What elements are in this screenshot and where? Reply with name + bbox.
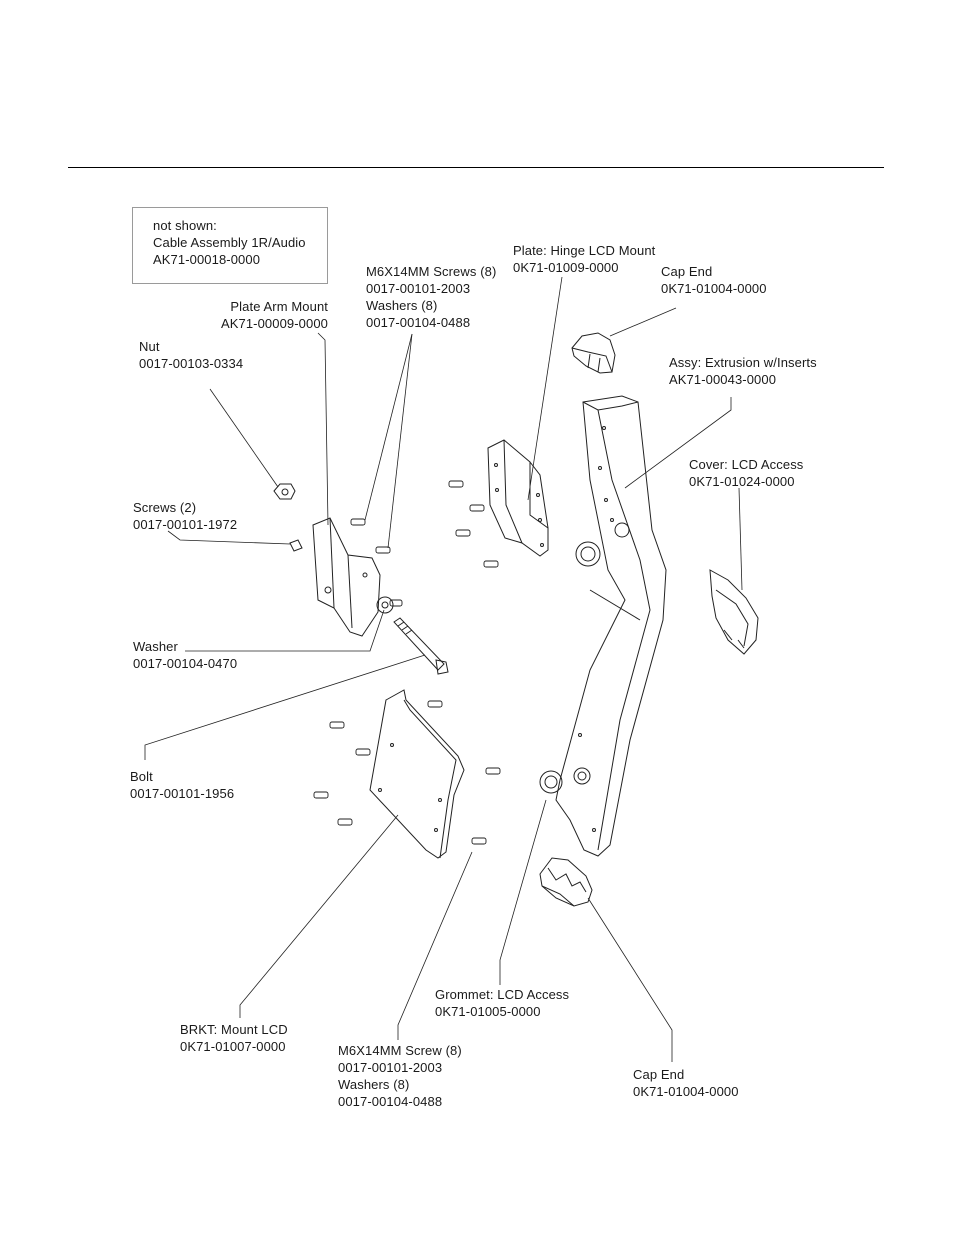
washers-bottom-part-number: 0017-00104-0488 [338, 1094, 443, 1109]
bolt-part-number: 0017-00101-1956 [130, 786, 235, 801]
nut-part [273, 483, 296, 500]
screws-top-name: M6X14MM Screws (8) [366, 264, 497, 279]
nut-part-number: 0017-00103-0334 [139, 356, 244, 371]
leader-screws-two [167, 530, 291, 545]
leader-cap-end-bottom [587, 897, 673, 1062]
washers-top-part-number: 0017-00104-0488 [366, 315, 471, 330]
leader-cover [738, 487, 743, 591]
plate-arm-part-number: AK71-00009-0000 [220, 316, 328, 331]
label-brkt: BRKT: Mount LCD 0K71-01007-0000 [180, 1021, 288, 1055]
leader-brkt [239, 814, 399, 1018]
label-nut: Nut 0017-00103-0334 [139, 338, 243, 372]
note-part-name: Cable Assembly 1R/Audio [153, 235, 306, 250]
cover-name: Cover: LCD Access [689, 457, 804, 472]
cover-part-number: 0K71-01024-0000 [689, 474, 795, 489]
plate-hinge-part-number: 0K71-01009-0000 [513, 260, 619, 275]
leader-grommet [499, 799, 547, 985]
cap-end-top-name: Cap End [661, 264, 713, 279]
screws-top-parts [350, 480, 499, 607]
washer-name: Washer [133, 639, 178, 654]
plate-arm-name: Plate Arm Mount [230, 299, 328, 314]
leader-nut [209, 388, 279, 488]
brkt-name: BRKT: Mount LCD [180, 1022, 288, 1037]
leader-screws-bottom [397, 851, 473, 1040]
brkt-part-number: 0K71-01007-0000 [180, 1039, 286, 1054]
label-washer: Washer 0017-00104-0470 [133, 638, 237, 672]
label-screws-top: M6X14MM Screws (8) 0017-00101-2003 Washe… [366, 263, 496, 331]
leader-plate-hinge [527, 276, 563, 501]
screws-top-part-number: 0017-00101-2003 [366, 281, 471, 296]
cover-part [709, 569, 759, 655]
screws-bottom-name: M6X14MM Screw (8) [338, 1043, 462, 1058]
not-shown-note: not shown: Cable Assembly 1R/Audio AK71-… [153, 217, 306, 268]
note-part-number: AK71-00018-0000 [153, 252, 261, 267]
label-screws-bottom: M6X14MM Screw (8) 0017-00101-2003 Washer… [338, 1042, 462, 1110]
brkt-part [369, 689, 465, 859]
screws-two-part-number: 0017-00101-1972 [133, 517, 238, 532]
label-assy-extrusion: Assy: Extrusion w/Inserts AK71-00043-000… [669, 354, 817, 388]
label-plate-hinge: Plate: Hinge LCD Mount 0K71-01009-0000 [513, 242, 655, 276]
leader-screws-top-a [364, 333, 413, 521]
leader-assy [624, 397, 732, 489]
nut-name: Nut [139, 339, 160, 354]
label-cap-end-top: Cap End 0K71-01004-0000 [661, 263, 767, 297]
extrusion-assembly [539, 395, 667, 857]
assy-extrusion-part-number: AK71-00043-0000 [669, 372, 777, 387]
washer-part [376, 596, 394, 614]
plate-arm-part [312, 517, 381, 637]
header-rule [68, 167, 884, 168]
label-screws-two: Screws (2) 0017-00101-1972 [133, 499, 237, 533]
cap-end-bottom-part [539, 857, 593, 907]
cap-end-top-part-number: 0K71-01004-0000 [661, 281, 767, 296]
plate-hinge-name: Plate: Hinge LCD Mount [513, 243, 656, 258]
label-plate-arm: Plate Arm Mount AK71-00009-0000 [210, 298, 328, 332]
cap-end-top-part [571, 332, 616, 374]
washer-part-number: 0017-00104-0470 [133, 656, 238, 671]
bolt-name: Bolt [130, 769, 153, 784]
label-cover: Cover: LCD Access 0K71-01024-0000 [689, 456, 803, 490]
plate-hinge-part [487, 439, 549, 557]
cap-end-bottom-name: Cap End [633, 1067, 685, 1082]
note-title: not shown: [153, 218, 217, 233]
grommet-name: Grommet: LCD Access [435, 987, 570, 1002]
washers-bottom-name: Washers (8) [338, 1077, 410, 1092]
grommet-part-number: 0K71-01005-0000 [435, 1004, 541, 1019]
screws-two-name: Screws (2) [133, 500, 197, 515]
assy-extrusion-name: Assy: Extrusion w/Inserts [669, 355, 817, 370]
not-shown-note-box [132, 207, 328, 284]
bolt-part [393, 617, 449, 675]
leader-washer [185, 609, 385, 652]
washers-top-name: Washers (8) [366, 298, 438, 313]
label-grommet: Grommet: LCD Access 0K71-01005-0000 [435, 986, 569, 1020]
leader-plate-arm [317, 332, 329, 526]
screws-bottom-part-number: 0017-00101-2003 [338, 1060, 443, 1075]
leader-cap-end-top [609, 307, 677, 337]
label-cap-end-bottom: Cap End 0K71-01004-0000 [633, 1066, 739, 1100]
cap-end-bottom-part-number: 0K71-01004-0000 [633, 1084, 739, 1099]
label-bolt: Bolt 0017-00101-1956 [130, 768, 234, 802]
leader-screws-top-b [387, 333, 413, 549]
leader-bolt [144, 654, 426, 760]
screws-two-parts [289, 539, 303, 552]
screws-bottom-parts [313, 700, 501, 845]
